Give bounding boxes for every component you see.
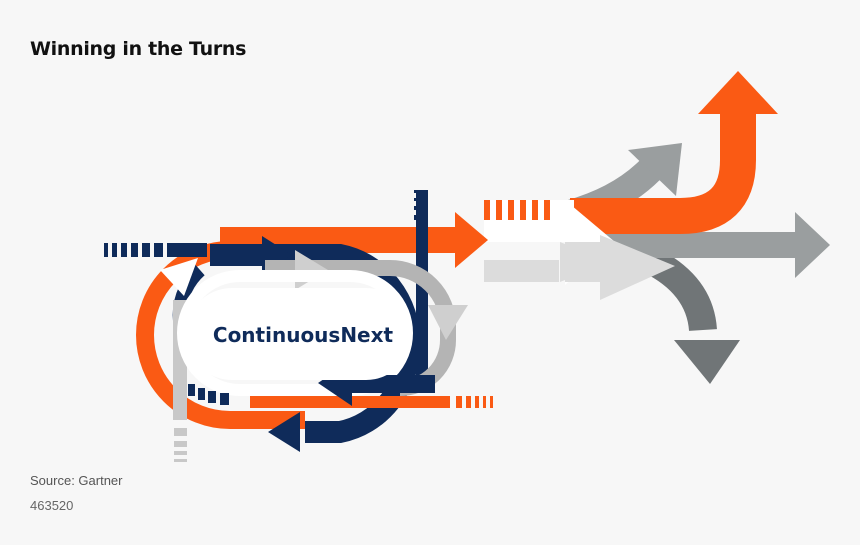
page-title: Winning in the Turns xyxy=(30,38,247,60)
center-label: ContinuousNext xyxy=(213,323,394,347)
orange-dashes-bottom-right xyxy=(250,396,493,408)
center-capsule xyxy=(186,288,412,380)
orange-dashes-top xyxy=(484,200,550,220)
navy-dashes-left xyxy=(104,243,207,257)
gray-dashes-bottom-left xyxy=(174,428,187,462)
navy-dashes-curve xyxy=(188,384,229,405)
forward-arrow-light-gray xyxy=(484,235,675,300)
navy-dashes-top xyxy=(414,190,428,220)
outgoing-arrow-down-gray xyxy=(643,247,740,384)
document-id: 463520 xyxy=(30,498,74,513)
source-note: Source: Gartner xyxy=(30,473,123,488)
outgoing-arrow-up-orange xyxy=(570,71,778,234)
